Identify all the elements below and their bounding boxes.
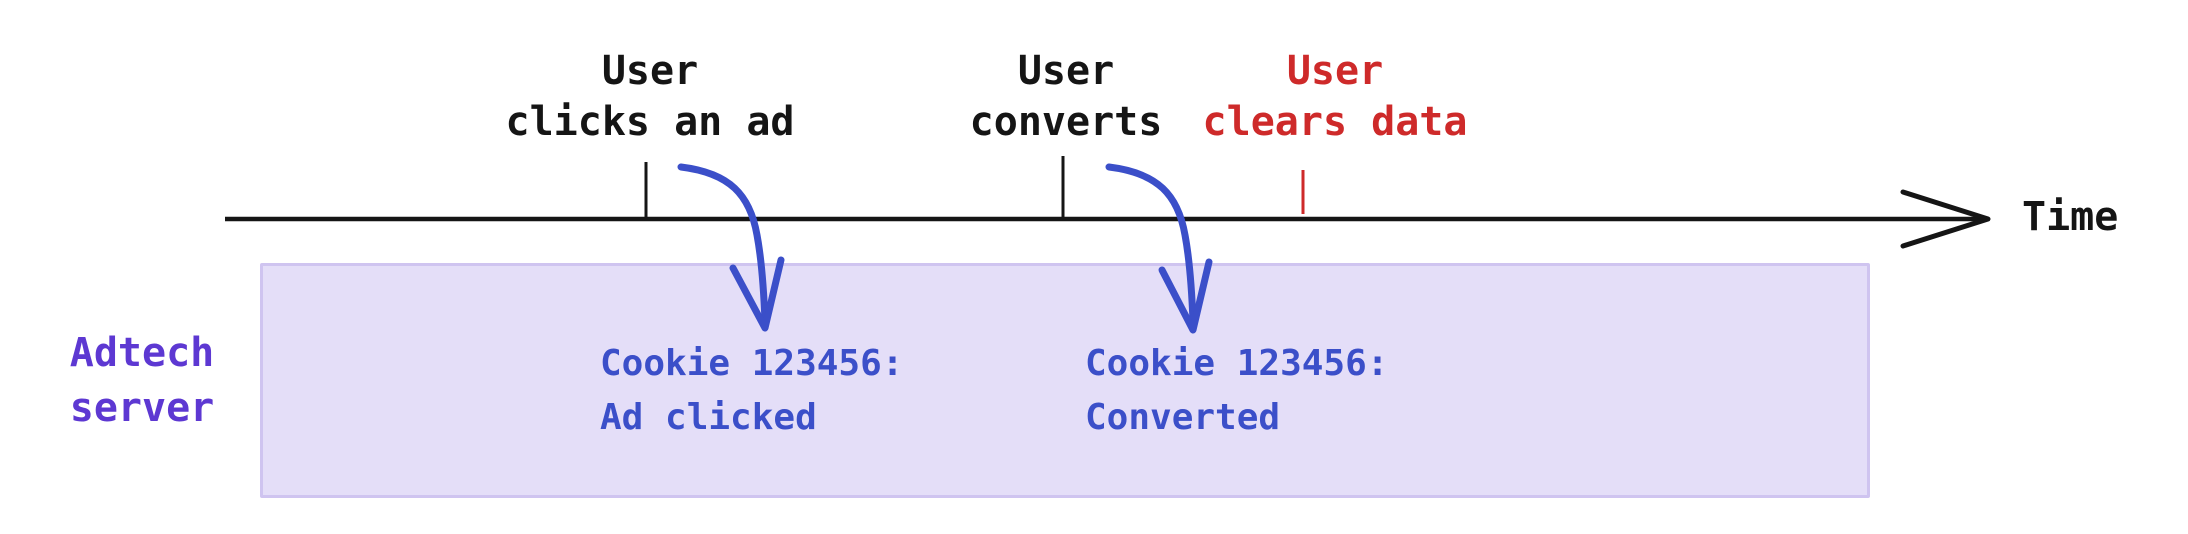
cookie-arrow-convert-arrowhead-icon <box>1158 258 1213 334</box>
adtech-server-label-line: server <box>69 385 215 431</box>
adtech-server-label-line: Adtech <box>69 330 215 376</box>
event-label-line: converts <box>969 99 1163 145</box>
event-label-line: User <box>601 48 699 94</box>
cookie-record-line: Cookie 123456: <box>1085 343 1389 384</box>
event-label-line: User <box>1017 48 1115 94</box>
cookie-record-line: Ad clicked <box>600 397 817 438</box>
cookie-record-line: Converted <box>1085 397 1281 438</box>
cookie-record-ad-clicked: Cookie 123456: Ad clicked <box>600 337 903 445</box>
time-axis <box>225 189 1991 249</box>
cookie-record-line: Cookie 123456: <box>600 343 904 384</box>
event-label-line: clicks an ad <box>505 99 795 145</box>
cookie-arrow-convert <box>1105 163 1213 334</box>
event-label-user-clicks-ad: User clicks an ad <box>506 46 795 148</box>
cookie-arrow-click-curve <box>677 163 769 326</box>
cookie-arrow-click-arrowhead-icon <box>729 256 785 332</box>
event-label-user-converts: User converts <box>970 46 1163 148</box>
event-label-line: clears data <box>1202 99 1468 145</box>
time-axis-arrowhead-icon <box>1900 189 1991 249</box>
cookie-record-converted: Cookie 123456: Converted <box>1085 337 1388 445</box>
event-label-line: User <box>1286 48 1384 94</box>
time-axis-label: Time <box>2022 194 2119 240</box>
cookie-arrow-click <box>677 163 785 332</box>
event-label-user-clears-data: User clears data <box>1203 46 1468 148</box>
adtech-server-box <box>260 263 1870 498</box>
adtech-server-label: Adtech server <box>70 326 215 436</box>
cookie-arrow-convert-curve <box>1105 163 1197 326</box>
